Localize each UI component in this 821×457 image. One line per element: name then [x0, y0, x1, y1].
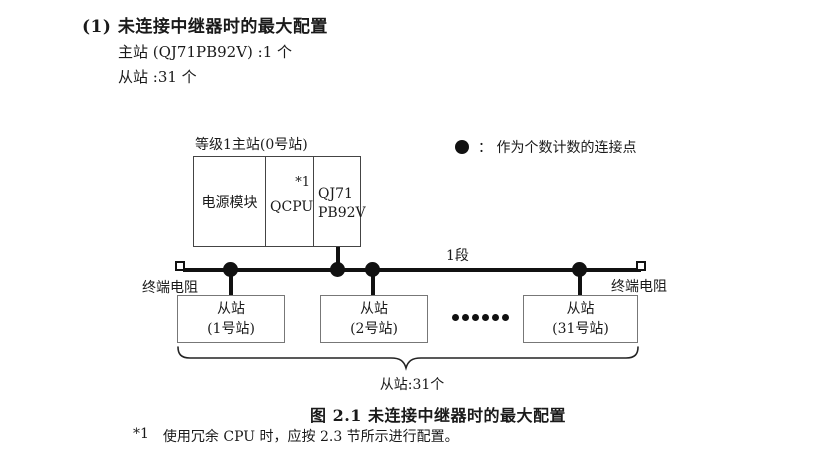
network-module-label: QJ71 PB92V — [318, 186, 366, 221]
master-count-line: 主站 (QJ71PB92V) :1 个 — [118, 43, 293, 61]
slave-count-brace — [177, 346, 639, 371]
connection-point-dot — [330, 262, 345, 277]
section-title: (1) 未连接中继器时的最大配置 — [82, 17, 328, 37]
connection-point-icon — [455, 140, 469, 154]
power-module-cell: 电源模块 — [194, 157, 266, 246]
brace-label: 从站:31个 — [379, 377, 445, 393]
figure-caption: 图 2.1 未连接中继器时的最大配置 — [310, 406, 566, 425]
slave1-drop-line — [229, 270, 233, 295]
slave-station-box-1: 从站 (1号站) — [177, 295, 285, 343]
legend-text: ： 作为个数计数的连接点 — [478, 140, 637, 156]
slave2-drop-line — [371, 270, 375, 295]
slave-count-line: 从站 :31 个 — [118, 68, 197, 86]
legend: ： 作为个数计数的连接点 — [455, 137, 636, 157]
slave-station-box-31: 从站 (31号站) — [523, 295, 638, 343]
terminator-label-right: 终端电阻 — [611, 279, 667, 295]
connection-point-dot — [572, 262, 587, 277]
bus-line — [183, 268, 641, 272]
cpu-module-label: QCPU — [270, 199, 314, 215]
master-station-label: 等级1主站(0号站) — [195, 137, 308, 153]
cpu-footnote-marker: *1 — [295, 175, 310, 190]
slave31-drop-line — [578, 270, 582, 295]
slave-station-box-2: 从站 (2号站) — [320, 295, 428, 343]
footnote-marker: *1 — [133, 426, 149, 442]
master-station-box: 电源模块 *1 QCPU QJ71 PB92V — [193, 156, 366, 247]
ellipsis-dots-icon — [452, 314, 509, 321]
footnote: *1 使用冗余 CPU 时，应按 2.3 节所示进行配置。 — [133, 426, 459, 446]
footnote-text: 使用冗余 CPU 时，应按 2.3 节所示进行配置。 — [162, 429, 459, 445]
master-drop-line — [336, 247, 340, 269]
terminator-square-right-icon — [636, 261, 646, 271]
terminator-label-left: 终端电阻 — [142, 280, 198, 296]
segment-label: 1段 — [446, 248, 469, 264]
connection-point-dot — [223, 262, 238, 277]
connection-point-dot — [365, 262, 380, 277]
terminator-square-left-icon — [175, 261, 185, 271]
network-module-cell: QJ71 PB92V — [314, 157, 366, 246]
cpu-module-cell: *1 QCPU — [266, 157, 314, 246]
power-module-label: 电源模块 — [201, 194, 258, 211]
